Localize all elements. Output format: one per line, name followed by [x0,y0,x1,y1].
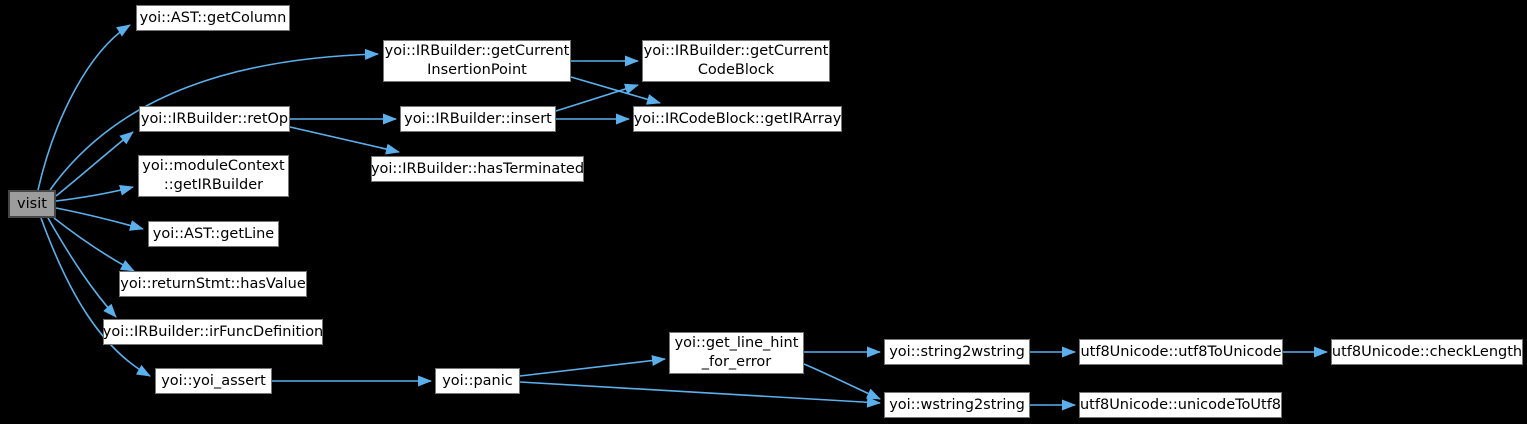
node-panic[interactable]: yoi::panic [435,368,520,394]
node-string2wstring[interactable]: yoi::string2wstring [884,339,1030,365]
edge-visit-getLine [55,207,144,231]
node-utf8ToUnicode[interactable]: utf8Unicode::utf8ToUnicode [1079,339,1283,365]
edge-getLineHint-wstring2string [803,363,881,400]
node-insertionPoint[interactable]: yoi::IRBuilder::getCurrent InsertionPoin… [383,40,571,82]
edge-visit-retOp [55,131,134,197]
node-moduleContext[interactable]: yoi::moduleContext ::getIRBuilder [138,155,289,197]
node-getLine[interactable]: yoi::AST::getLine [148,221,279,247]
edge-visit-irFuncDefinition [47,217,117,318]
node-checkLength[interactable]: utf8Unicode::checkLength [1331,339,1523,365]
edge-panic-getLineHint [519,355,666,377]
edge-visit-moduleContext [55,184,134,202]
edge-visit-getColumn [37,24,131,191]
edge-visit-yoiAssert [40,217,151,377]
node-hasValue[interactable]: yoi::returnStmt::hasValue [119,271,307,297]
node-getLineHint[interactable]: yoi::get_line_hint _for_error [669,332,804,374]
node-hasTerminated[interactable]: yoi::IRBuilder::hasTerminated [371,156,584,182]
node-irFuncDefinition[interactable]: yoi::IRBuilder::irFuncDefinition [103,319,323,345]
node-unicodeToUtf8[interactable]: utf8Unicode::unicodeToUtf8 [1079,392,1282,418]
node-getColumn[interactable]: yoi::AST::getColumn [136,5,290,31]
node-wstring2string[interactable]: yoi::wstring2string [884,392,1030,418]
node-codeBlock[interactable]: yoi::IRBuilder::getCurrent CodeBlock [642,40,830,82]
node-visit[interactable]: visit [8,190,56,218]
edge-visit-hasValue [53,217,135,272]
edge-panic-wstring2string [519,381,881,408]
edge-visit-insertionPoint [49,48,379,191]
edge-retOp-hasTerminated [289,126,400,155]
node-yoiAssert[interactable]: yoi::yoi_assert [155,368,272,394]
edge-insert-codeBlock [555,83,639,112]
node-getIRArray[interactable]: yoi::IRCodeBlock::getIRArray [633,106,842,132]
edge-insertionPoint-getIRArray [570,76,661,105]
node-insert[interactable]: yoi::IRBuilder::insert [400,106,556,132]
node-retOp[interactable]: yoi::IRBuilder::retOp [139,106,290,132]
